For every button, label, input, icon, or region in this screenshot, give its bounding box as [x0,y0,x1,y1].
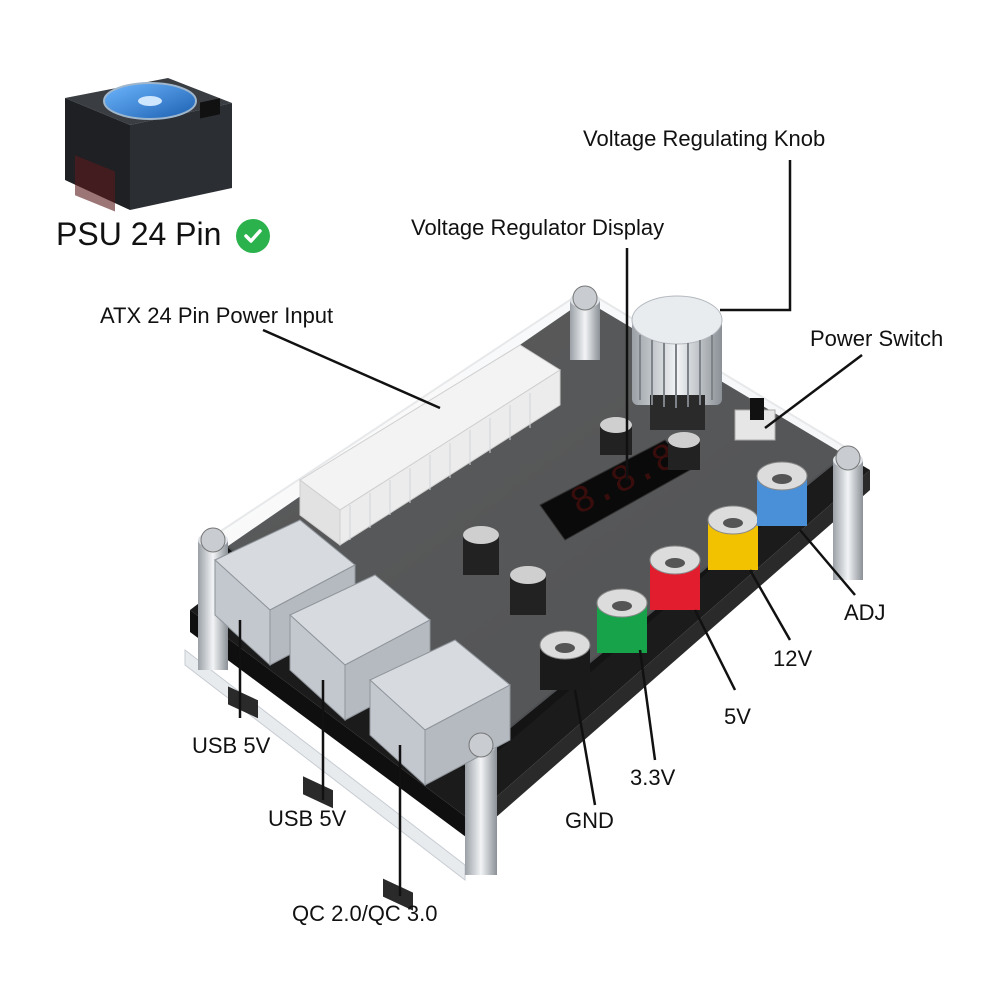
label-atx-24-pin-power-input: ATX 24 Pin Power Input [100,303,334,328]
label-adj: ADJ [844,600,886,625]
usb-port-2 [289,574,431,809]
leader-lines [238,160,863,896]
label-5v: 5V [724,704,751,729]
power-switch [734,398,776,441]
label-usb-5v-1: USB 5V [192,733,271,758]
check-icon [236,219,270,253]
psu-icon [65,78,232,212]
screws [200,285,861,758]
label-voltage-regulator-display: Voltage Regulator Display [411,215,665,240]
terminal-adj [756,461,808,526]
voltage-knob [631,295,723,430]
label-power-switch: Power Switch [810,326,944,351]
label-12v: 12V [773,646,813,671]
terminal-5v [649,545,701,610]
label-qc: QC 2.0/QC 3.0 [292,901,438,926]
label-voltage-regulating-knob: Voltage Regulating Knob [583,126,826,151]
terminal-gnd [539,630,591,690]
label-3v3: 3.3V [630,765,676,790]
capacitors [463,417,700,615]
label-usb-5v-2: USB 5V [268,806,347,831]
terminal-12v [707,505,759,570]
atx-24pin-connector [299,344,561,546]
usb-port-qc [369,639,511,911]
label-gnd: GND [565,808,614,833]
terminal-3v3 [596,588,648,653]
psu-title: PSU 24 Pin [56,216,222,252]
